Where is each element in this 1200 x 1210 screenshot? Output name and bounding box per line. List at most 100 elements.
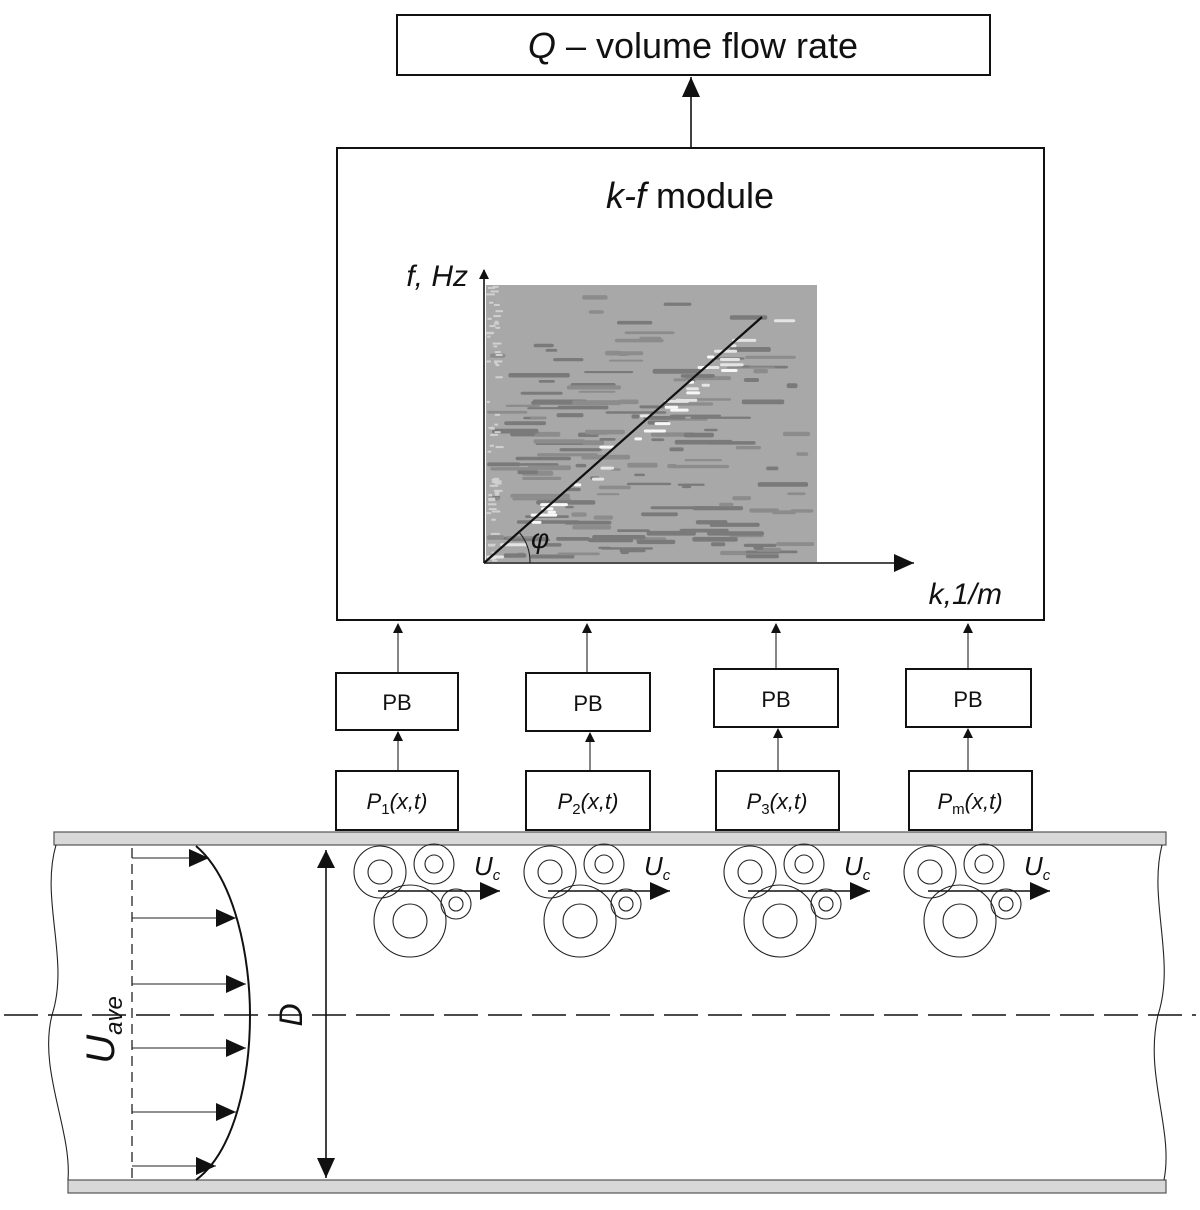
spectrum-streak: [735, 446, 761, 450]
spectrum-streak: [557, 552, 600, 556]
spectrum-streak: [766, 466, 779, 471]
spectrum-streak: [565, 505, 574, 509]
eddy-ring: [963, 843, 1005, 885]
spectrum-streak: [596, 493, 620, 496]
eddy-ring: [723, 845, 777, 899]
spectrum-streak: [492, 285, 499, 288]
spectrum-streak: [545, 348, 558, 352]
spectrum-streak: [491, 559, 498, 562]
spectrum-streak: [491, 518, 496, 521]
spectrum-streak: [530, 554, 575, 559]
eddy-ring: [523, 845, 577, 899]
diameter-label: D: [273, 1003, 309, 1026]
spectrum-streak: [494, 489, 503, 492]
spectrum-streak: [527, 407, 570, 410]
spectrum-streak: [503, 553, 527, 558]
pipe-top-wall: [53, 831, 1167, 846]
spectrum-streak: [787, 492, 806, 496]
spectrum-streak: [626, 482, 672, 486]
spectrum-streak: [494, 482, 502, 485]
spectrum-streak: [493, 480, 502, 483]
spectrum-streak: [683, 432, 714, 438]
spectrum-streak: [671, 464, 730, 469]
eddy-ring: [424, 854, 444, 874]
spectrum-streak: [495, 310, 504, 313]
spectrum-streak: [745, 355, 796, 359]
spectrum-streak: [571, 512, 587, 517]
spectrum-streak: [522, 476, 562, 480]
processing-block: [713, 668, 839, 728]
spectrum-streak: [692, 536, 738, 542]
spectrum-highlight: [530, 513, 558, 517]
eddy-ring: [610, 888, 642, 920]
spectrum-highlight: [721, 369, 738, 372]
spectrum-streak: [487, 450, 492, 453]
spectrum-streak: [729, 347, 771, 352]
spectrum-streak: [582, 440, 605, 446]
spectrum-streak: [631, 414, 640, 419]
eddy-cluster: Uc: [903, 843, 1051, 958]
spectrum-streak: [533, 439, 585, 444]
spectrum-streak: [556, 413, 584, 418]
spectrum-streak: [575, 463, 587, 468]
eddy-ring: [594, 854, 614, 874]
eddy-cluster: Uc: [353, 843, 501, 958]
eddy-ring: [448, 896, 464, 912]
spectrum-streak: [669, 447, 684, 452]
average-velocity-label: Uave: [79, 996, 128, 1064]
eddy-ring: [998, 896, 1014, 912]
spectrum-highlight: [707, 366, 720, 369]
spectrum-streak: [487, 335, 491, 338]
spectrum-streak: [488, 497, 496, 500]
spectrum-streak: [486, 331, 495, 334]
spectrum-streak: [495, 493, 499, 496]
spectrum-streak: [680, 374, 715, 378]
spectrum-streak: [492, 428, 539, 434]
processing-block-label: PB: [761, 687, 790, 712]
processing-block-label: PB: [382, 690, 411, 715]
spectrum-streak: [627, 462, 658, 468]
eddy-cluster: Uc: [523, 843, 671, 958]
spectrum-streak: [490, 434, 496, 437]
spectrum-streak: [492, 342, 502, 345]
spectrum-streak: [493, 360, 503, 363]
spectrum-highlight: [664, 399, 690, 403]
convection-velocity-label: Uc: [844, 851, 871, 884]
spectrum-streak: [494, 491, 500, 494]
convection-velocity-label: Uc: [644, 851, 671, 884]
spectrum-streak: [538, 380, 555, 383]
spectrum-streak: [681, 485, 692, 489]
eddy-ring: [367, 859, 393, 885]
spectrum-streak: [490, 290, 499, 293]
spectrum-streak: [486, 293, 495, 296]
spectrum-streak: [494, 362, 498, 365]
spectrum-streak: [489, 444, 494, 447]
spectrum-streak: [618, 351, 644, 356]
spectrum-streak: [488, 544, 495, 547]
spectrum-streak: [624, 331, 675, 335]
spectrum-streak: [639, 336, 662, 341]
spectrum-streak: [719, 502, 734, 507]
spectrum-streak: [531, 401, 577, 405]
processing-block: [335, 672, 459, 731]
spectrum-streak: [572, 525, 612, 530]
f-axis-label: f, Hz: [406, 260, 468, 293]
output-box: [396, 14, 991, 76]
profile-curve: [195, 845, 252, 1181]
spectrum-streak: [493, 322, 500, 325]
spectrum-streak: [753, 544, 764, 550]
spectrum-streak: [489, 484, 499, 487]
spectrum-streak: [490, 427, 495, 430]
spectrum-streak: [592, 535, 646, 540]
spectrum-streak: [605, 350, 621, 356]
convection-ridge-line: [483, 316, 763, 564]
spectrum-streak: [495, 364, 500, 367]
spectrum-streak: [512, 497, 571, 501]
spectrum-streak: [520, 391, 563, 395]
eddy-ring: [413, 843, 455, 885]
convection-velocity-label: Uc: [1024, 851, 1051, 884]
spectrum-streak: [589, 431, 609, 435]
channel-3: PB P3(x,t): [713, 623, 840, 831]
eddy-ring: [974, 854, 994, 874]
spectrum-streak: [493, 345, 498, 348]
